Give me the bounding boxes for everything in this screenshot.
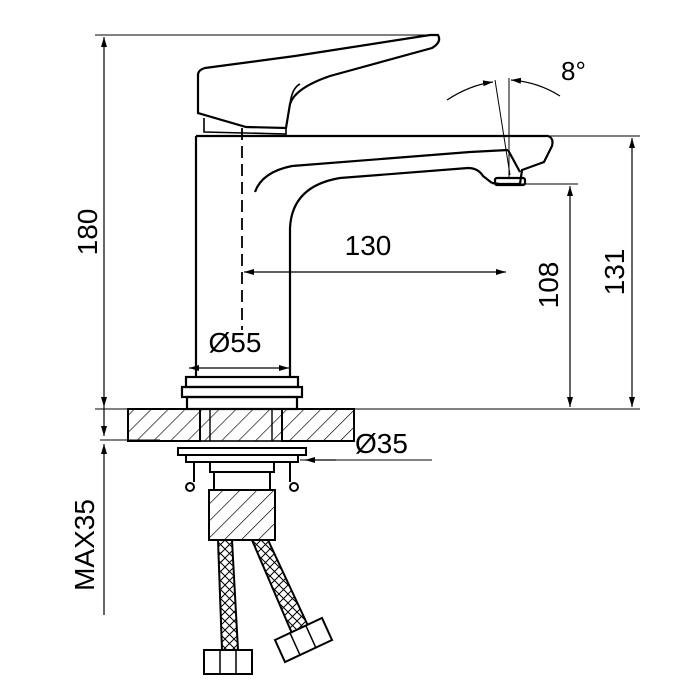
dim-spout-reach-label: 130 (345, 230, 392, 261)
deck-section (127, 408, 355, 442)
braided-hoses (203, 539, 334, 675)
dim-outlet-height-label: 108 (533, 262, 564, 309)
dim-hole-diameter: Ø35 (305, 428, 408, 463)
dim-outlet-height: 108 (533, 186, 573, 407)
dim-handle-angle-label: 8° (561, 56, 586, 86)
dim-body-diameter: Ø55 (189, 327, 289, 371)
dim-max-deck-thickness: MAX35 (69, 407, 107, 615)
dim-spout-top-height: 131 (599, 138, 635, 407)
dim-spout-reach: 130 (244, 230, 506, 275)
dim-max-deck-thickness-label: MAX35 (69, 499, 100, 591)
dim-handle-angle: 8° (446, 56, 586, 178)
dim-spout-top-height-label: 131 (599, 249, 630, 296)
dim-total-height-label: 180 (72, 209, 103, 256)
faucet-outline (180, 33, 554, 411)
dim-hole-diameter-label: Ø35 (355, 428, 408, 459)
dim-total-height: 180 (72, 37, 107, 407)
mounting-hardware (177, 447, 307, 541)
dim-body-diameter-label: Ø55 (209, 327, 262, 358)
